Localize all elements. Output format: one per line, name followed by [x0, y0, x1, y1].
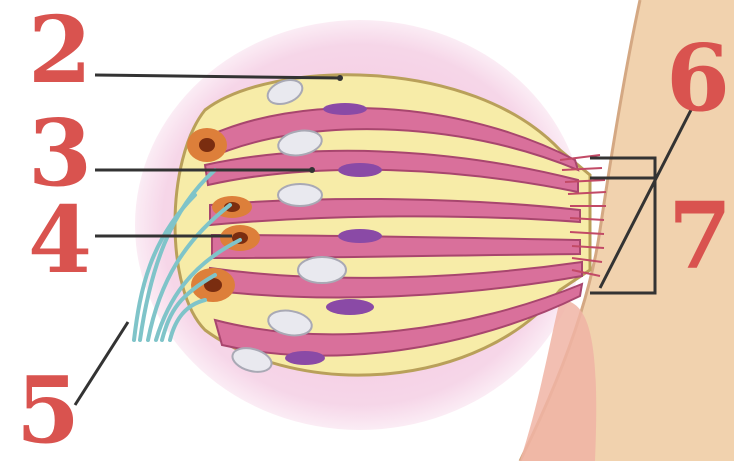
label-6: 6 [666, 24, 730, 132]
label-2: 2 [28, 0, 92, 104]
pointer-dot-2 [337, 75, 343, 81]
taste-cell-4 [212, 235, 580, 258]
label-4: 4 [28, 186, 92, 294]
label-5: 5 [16, 356, 80, 461]
pointer-dot-3 [309, 167, 315, 173]
label-7: 7 [668, 182, 732, 290]
